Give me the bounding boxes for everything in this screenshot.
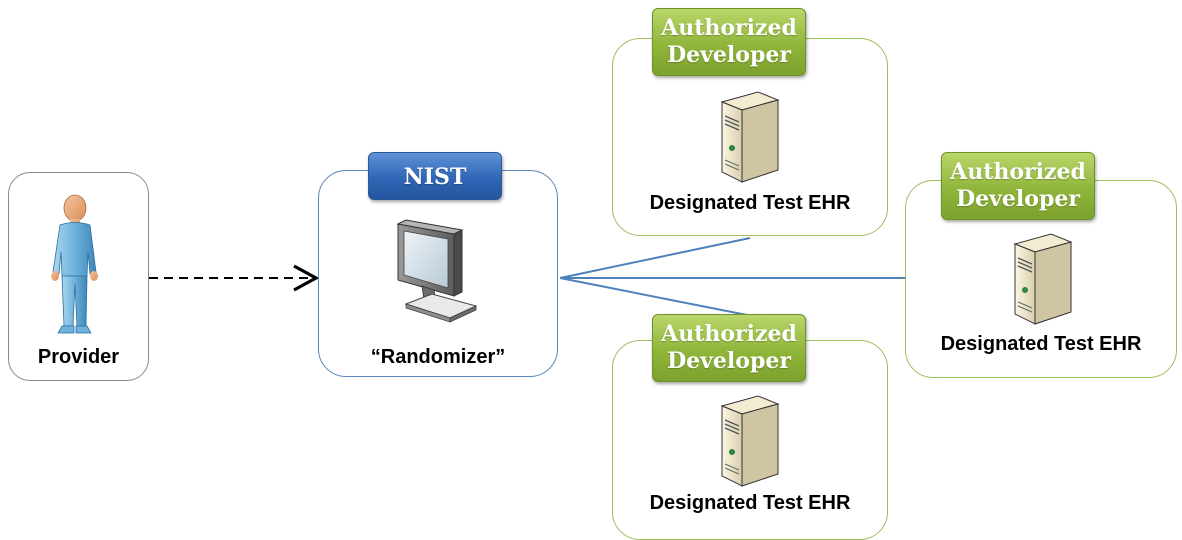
monitor-icon <box>396 219 478 323</box>
designated-test-ehr-label: Designated Test EHR <box>649 492 851 514</box>
server-icon <box>1013 233 1073 325</box>
developer-tag-1: Authorized Developer <box>652 8 806 76</box>
developer-tag-line2: Developer <box>956 186 1080 212</box>
designated-test-ehr-label: Designated Test EHR <box>940 333 1142 355</box>
developer-tag-line1: Authorized <box>661 15 797 41</box>
nist-tag: NIST <box>368 152 502 200</box>
nist-to-developer-1-line <box>559 237 751 279</box>
provider-label: Provider <box>37 346 120 368</box>
person-icon <box>51 194 98 334</box>
randomizer-label: “Randomizer” <box>370 346 506 368</box>
developer-tag-2: Authorized Developer <box>941 152 1095 220</box>
nist-to-developer-3-line <box>559 277 753 317</box>
server-icon <box>720 395 780 487</box>
developer-tag-line1: Authorized <box>950 159 1086 185</box>
server-icon <box>720 91 780 183</box>
developer-tag-3: Authorized Developer <box>652 314 806 382</box>
developer-tag-line2: Developer <box>667 42 791 68</box>
designated-test-ehr-label: Designated Test EHR <box>649 192 851 214</box>
developer-tag-line2: Developer <box>667 348 791 374</box>
developer-tag-line1: Authorized <box>661 321 797 347</box>
